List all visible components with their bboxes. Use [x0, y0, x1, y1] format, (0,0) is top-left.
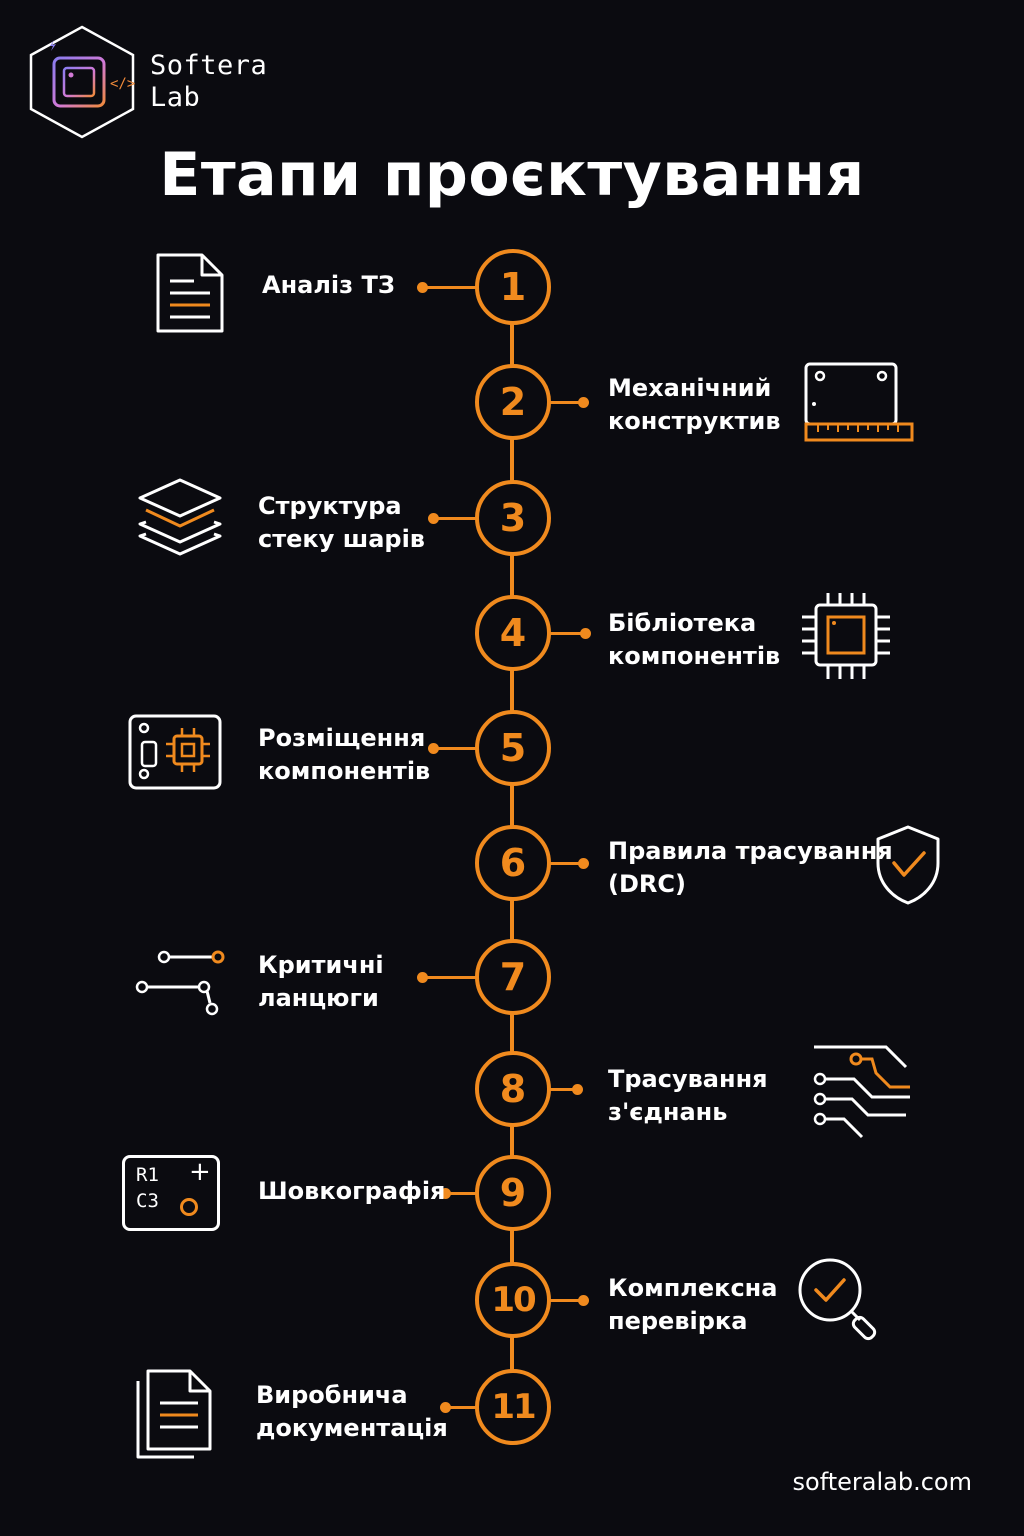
step-label: Трасування з'єднань [608, 1065, 768, 1126]
connector-dot [440, 1188, 451, 1199]
brand-name: Softera Lab [150, 50, 267, 114]
step-connector [542, 1088, 578, 1091]
step-label: Структура стеку шарів [258, 492, 425, 553]
step-label: Правила трасування (DRC) [608, 837, 893, 898]
connector-dot [578, 858, 589, 869]
step-connector [542, 401, 584, 404]
connector-dot [417, 282, 428, 293]
step-number-badge: 11 [475, 1369, 551, 1445]
connector-dot [428, 743, 439, 754]
step-label: Бібліотека компонентів [608, 609, 781, 670]
brand-line-2: Lab [150, 82, 201, 113]
step-connector [433, 747, 476, 750]
website-link[interactable]: softeralab.com [792, 1468, 972, 1496]
layers-icon [138, 478, 222, 556]
step-label: Аналіз ТЗ [262, 271, 395, 299]
step-connector [542, 1299, 584, 1302]
step-label: Шовкографія [258, 1177, 446, 1205]
step-number-badge: 5 [475, 710, 551, 786]
step-label: Комплексна перевірка [608, 1274, 778, 1335]
magnifier-check-icon [798, 1258, 877, 1341]
step-connector [445, 1192, 476, 1195]
step-number-badge: 6 [475, 825, 551, 901]
plus-icon: + [189, 1157, 211, 1187]
step-number-badge: 2 [475, 364, 551, 440]
shield-check-icon [876, 825, 940, 905]
step-number-badge: 9 [475, 1155, 551, 1231]
connector-dot [580, 628, 591, 639]
step-label: Виробнича документація [256, 1381, 448, 1442]
softera-lab-logo: </> [29, 25, 135, 139]
connector-dot [417, 972, 428, 983]
connector-dot [428, 513, 439, 524]
step-connector [542, 862, 584, 865]
board-ruler-icon [804, 362, 914, 442]
pad-circle-icon [180, 1198, 198, 1216]
connector-dot [440, 1402, 451, 1413]
document-icon [156, 253, 224, 333]
silkscreen-icon: R1 C3 + [122, 1155, 220, 1231]
step-connector [422, 976, 476, 979]
step-connector [445, 1406, 476, 1409]
svg-text:</>: </> [110, 76, 135, 92]
step-number-badge: 10 [475, 1262, 551, 1338]
step-connector [433, 517, 476, 520]
page-title: Етапи проєктування [159, 140, 865, 210]
silkscreen-ref-c3: C3 [136, 1190, 159, 1212]
step-connector [542, 632, 586, 635]
step-number-badge: 4 [475, 595, 551, 671]
connector-dot [578, 1295, 589, 1306]
step-connector [422, 286, 476, 289]
step-label: Механічний конструктив [608, 374, 781, 435]
brand-line-1: Softera [150, 50, 268, 81]
documents-icon [136, 1369, 212, 1459]
step-number-badge: 3 [475, 480, 551, 556]
step-number-badge: 8 [475, 1051, 551, 1127]
chip-icon [802, 593, 890, 679]
board-placement-icon [128, 714, 222, 790]
net-path-icon [135, 950, 225, 1016]
traces-icon [813, 1045, 910, 1139]
connector-dot [572, 1084, 583, 1095]
step-label: Розміщення компонентів [258, 724, 431, 785]
connector-dot [578, 397, 589, 408]
step-number-badge: 1 [475, 249, 551, 325]
step-number-badge: 7 [475, 939, 551, 1015]
step-label: Критичні ланцюги [258, 951, 384, 1012]
silkscreen-ref-r1: R1 [136, 1164, 159, 1186]
